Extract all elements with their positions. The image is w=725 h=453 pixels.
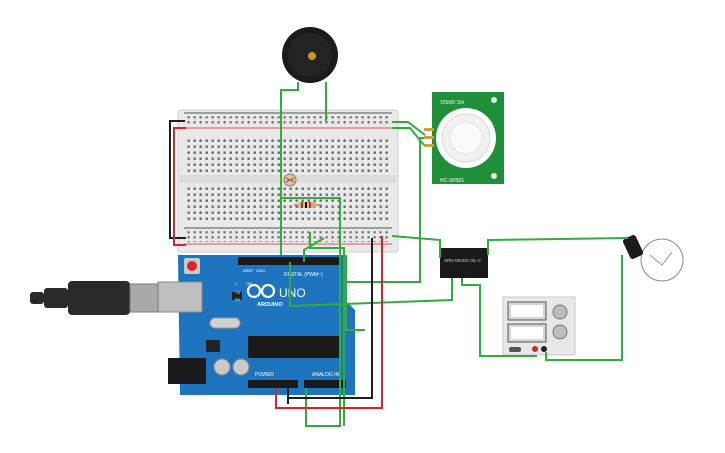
photoresistor[interactable] (283, 173, 297, 187)
gnd-label: GND (256, 268, 265, 273)
power-jack[interactable] (168, 358, 206, 384)
ldr-jumper-wire[interactable] (309, 232, 345, 426)
relay-to-supply-wire[interactable] (461, 278, 537, 357)
power-label: POWER (255, 372, 274, 378)
relay-signal-wire[interactable] (345, 255, 365, 331)
positive-terminal[interactable] (532, 346, 538, 352)
current-knob[interactable] (552, 324, 568, 340)
relay-vcc-wire[interactable] (391, 235, 441, 258)
voltage-knob[interactable] (552, 304, 568, 320)
arduino-logo-icon (246, 283, 276, 299)
on-label: ON (246, 281, 252, 286)
l-label: L (235, 281, 238, 286)
left-gnd-jumper[interactable] (169, 120, 186, 239)
supply-to-lamp-wire[interactable] (545, 255, 623, 361)
power-supply[interactable] (502, 296, 576, 356)
negative-terminal[interactable] (541, 346, 547, 352)
digital-label: DIGITAL (PWM~) (284, 272, 323, 278)
5v-wire[interactable] (275, 236, 383, 409)
analog-label: ANALOG IN (312, 372, 340, 378)
tx-label: TX (235, 290, 240, 295)
atmega-chip (248, 336, 340, 358)
breadboard-upper-terminals[interactable] (186, 136, 390, 172)
top-power-rail[interactable] (186, 114, 390, 126)
analog-pin-header[interactable] (304, 380, 346, 388)
analog-sense-wire[interactable] (281, 197, 341, 427)
usb-port[interactable] (157, 281, 203, 313)
pin-jumper-wire[interactable] (303, 237, 325, 262)
buzzer-center (308, 52, 316, 60)
board-name: UNO (279, 286, 306, 300)
pir-top-label: HC-SR501 (440, 98, 464, 104)
relay-label: SRD-05VDC-SL-C (444, 258, 482, 263)
digital-pin-header[interactable] (238, 257, 340, 265)
pir-sensor[interactable]: HC-SR501 HC-SR501 (424, 92, 504, 184)
rx-label: RX (235, 297, 241, 302)
relay-to-lamp-wire[interactable] (487, 237, 629, 255)
buzzer[interactable] (282, 27, 338, 83)
left-power-jumper[interactable] (173, 127, 186, 246)
relay-module[interactable]: SRD-05VDC-SL-C (440, 248, 488, 278)
breadboard-lower-terminals[interactable] (186, 186, 390, 222)
bottom-power-rail[interactable] (186, 230, 390, 242)
pir-bottom-label: HC-SR501 (440, 178, 464, 184)
buzzer-signal-wire[interactable] (280, 82, 299, 255)
pir-vcc-wire[interactable] (392, 121, 426, 136)
power-switch[interactable] (509, 347, 521, 352)
arduino-brand: ARDUINO (257, 302, 283, 308)
aref-label: AREF (243, 268, 254, 273)
power-pin-header[interactable] (248, 380, 298, 388)
resistor[interactable] (294, 202, 322, 208)
arduino-uno[interactable]: DIGITAL (PWM~) AREF GND L TX RX ON ARDUI… (157, 255, 355, 395)
usb-cable[interactable] (30, 281, 159, 315)
lamp[interactable] (622, 234, 684, 282)
